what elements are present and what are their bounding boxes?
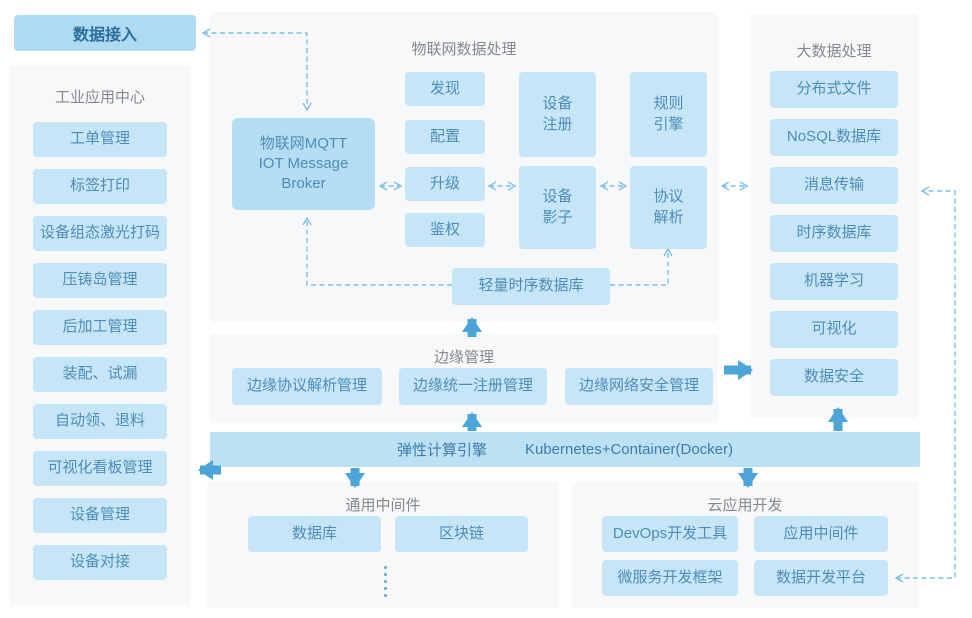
- cloud-item: 微服务开发框架: [602, 560, 738, 596]
- industrial-item: 设备组态激光打码: [33, 216, 167, 251]
- bigdata-item: 数据安全: [770, 359, 898, 396]
- edge-item: 边缘协议解析管理: [232, 368, 382, 405]
- middleware-title: 通用中间件: [345, 497, 421, 514]
- box-line: 设备: [542, 95, 573, 113]
- iot-upgrade-box: 升级: [405, 167, 485, 201]
- bigdata-item: 可视化: [770, 311, 898, 348]
- edge-title: 边缘管理: [433, 349, 494, 366]
- tsdb-box: 轻量时序数据库: [452, 268, 610, 305]
- broker-line: 物联网MQTT: [259, 134, 348, 152]
- industrial-item: 压铸岛管理: [33, 263, 167, 298]
- compute-engine-bar: 弹性计算引擎 Kubernetes+Container(Docker): [210, 432, 920, 467]
- industrial-item: 自动领、退料: [33, 404, 167, 439]
- device-register-box: 设备 注册: [519, 72, 596, 157]
- bigdata-panel: 大数据处理 分布式文件 NoSQL数据库 消息传输 时序数据库 机器学习 可视化…: [750, 14, 918, 418]
- iot-discover-box: 发现: [405, 72, 485, 106]
- box-line: 注册: [542, 115, 573, 133]
- broker-line: Broker: [281, 175, 326, 193]
- bigdata-item: 时序数据库: [770, 215, 898, 252]
- industrial-item: 设备对接: [33, 545, 167, 580]
- iot-title: 物联网数据处理: [411, 41, 517, 58]
- industrial-item: 装配、试漏: [33, 357, 167, 392]
- mqtt-broker-box: 物联网MQTT IOT Message Broker: [232, 118, 375, 210]
- industrial-item: 工单管理: [33, 122, 167, 157]
- broker-line: IOT Message: [258, 154, 349, 172]
- device-shadow-box: 设备 影子: [519, 166, 596, 249]
- box-line: 设备: [542, 188, 573, 206]
- box-line: 影子: [542, 208, 573, 226]
- cloud-panel: 云应用开发 DevOps开发工具 应用中间件 微服务开发框架 数据开发平台: [572, 482, 918, 608]
- industrial-item: 可视化看板管理: [33, 451, 167, 486]
- box-line: 解析: [653, 208, 684, 226]
- middleware-panel: 通用中间件 数据库 区块链: [207, 482, 559, 608]
- industrial-center-panel: 工业应用中心 工单管理 标签打印 设备组态激光打码 压铸岛管理 后加工管理 装配…: [10, 66, 190, 605]
- edge-item: 边缘网络安全管理: [565, 368, 713, 405]
- cloud-item: DevOps开发工具: [602, 516, 738, 552]
- industrial-item: 后加工管理: [33, 310, 167, 345]
- cloud-item: 应用中间件: [754, 516, 888, 552]
- data-access-label: 数据接入: [72, 27, 137, 44]
- bigdata-item: NoSQL数据库: [770, 119, 898, 156]
- bigdata-title: 大数据处理: [796, 43, 872, 60]
- box-line: 引擎: [653, 115, 684, 133]
- middleware-item: 区块链: [395, 516, 528, 552]
- edge-panel: 边缘管理 边缘协议解析管理 边缘统一注册管理 边缘网络安全管理: [210, 334, 718, 423]
- middleware-item: 数据库: [248, 516, 381, 552]
- vertical-ellipsis-icon: [384, 566, 387, 597]
- cloud-item: 数据开发平台: [754, 560, 888, 596]
- industrial-center-title: 工业应用中心: [54, 89, 145, 106]
- box-line: 规则: [653, 95, 684, 113]
- box-line: 协议: [653, 188, 684, 206]
- iot-auth-box: 鉴权: [405, 213, 485, 247]
- edge-item: 边缘统一注册管理: [399, 368, 547, 405]
- bigdata-item: 机器学习: [770, 263, 898, 300]
- iot-config-box: 配置: [405, 120, 485, 154]
- bigdata-item: 消息传输: [770, 167, 898, 204]
- industrial-item: 标签打印: [33, 169, 167, 204]
- cloud-title: 云应用开发: [707, 497, 783, 514]
- rule-engine-box: 规则 引擎: [630, 72, 707, 157]
- kubernetes-label: Kubernetes+Container(Docker): [524, 441, 734, 458]
- iot-panel: 物联网数据处理 物联网MQTT IOT Message Broker 发现 配置…: [210, 12, 718, 322]
- compute-engine-label: 弹性计算引擎: [396, 442, 487, 459]
- protocol-parse-box: 协议 解析: [630, 166, 707, 249]
- industrial-item: 设备管理: [33, 498, 167, 533]
- bigdata-item: 分布式文件: [770, 71, 898, 108]
- data-access-box: 数据接入: [14, 15, 196, 51]
